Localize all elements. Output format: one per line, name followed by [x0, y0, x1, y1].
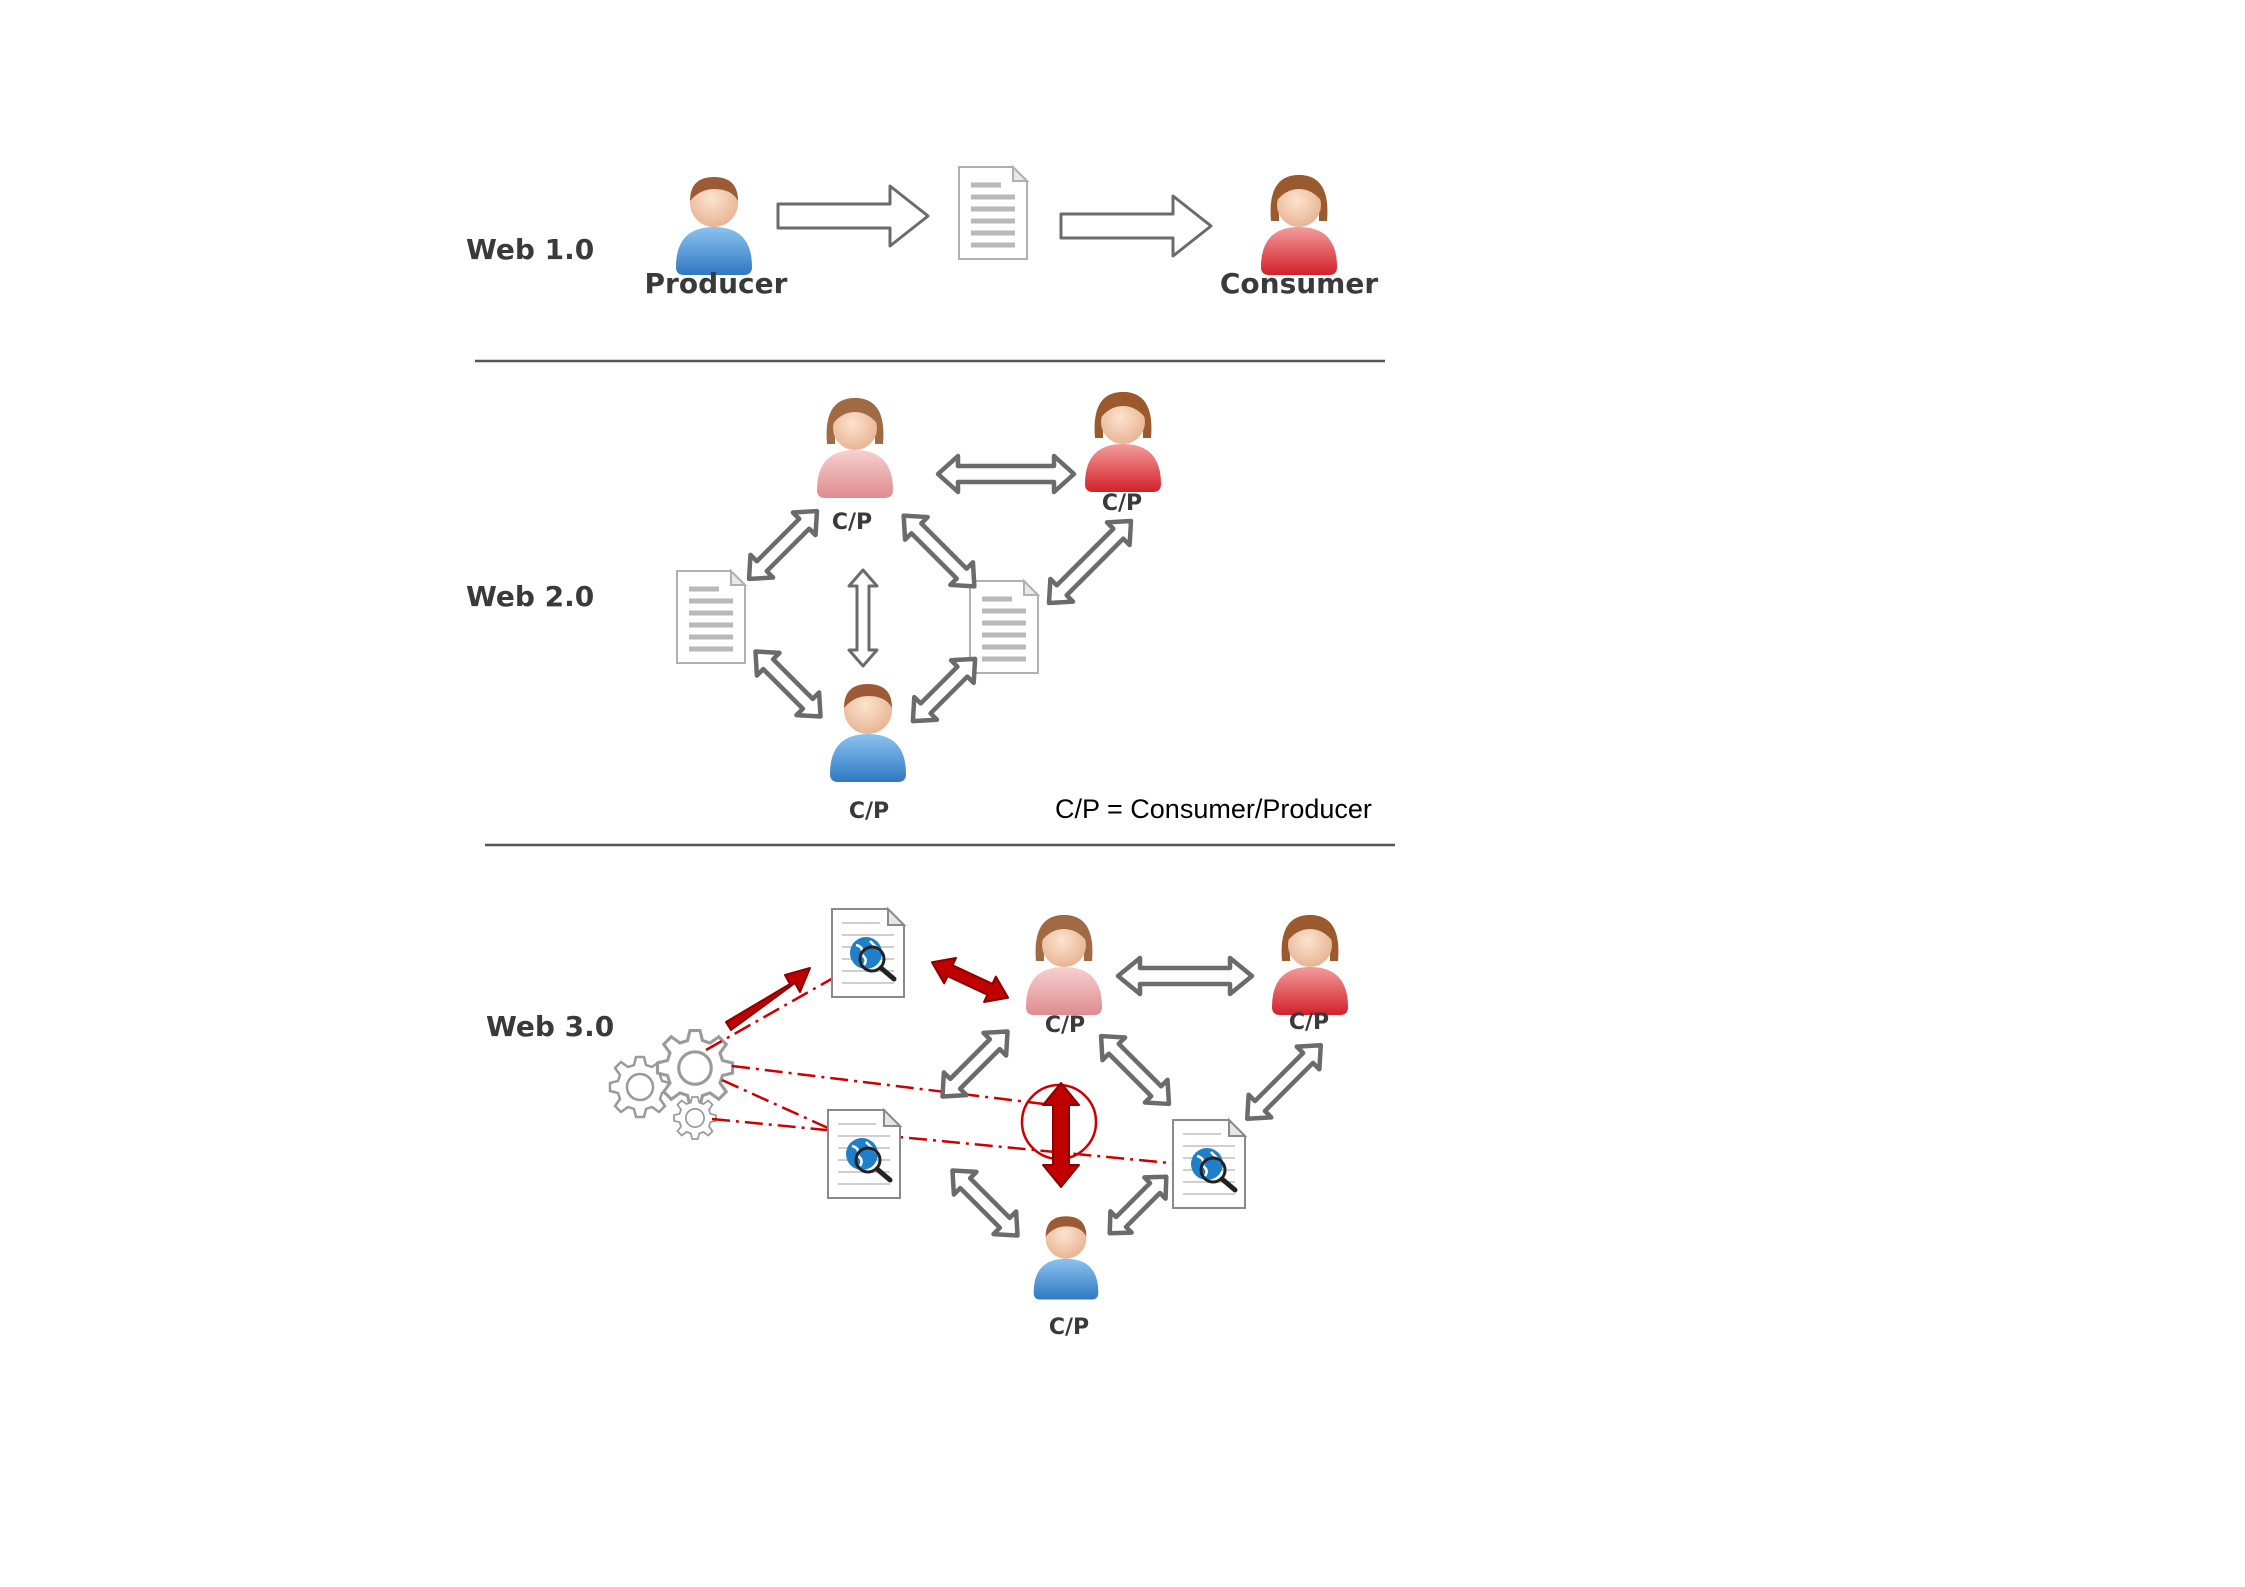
cp-label: C/P — [1289, 1010, 1329, 1035]
consumer-label: Consumer — [1220, 267, 1378, 300]
double-arrow-icon — [901, 513, 977, 589]
female-user-icon — [1085, 392, 1161, 492]
double-arrow-icon — [1046, 518, 1134, 606]
consumer-icon — [1261, 175, 1337, 275]
document-icon — [970, 581, 1038, 673]
section-label-web3: Web 3.0 — [486, 1010, 614, 1043]
cp-label: C/P — [1049, 1315, 1089, 1340]
producer-icon — [676, 177, 752, 275]
semantic-double-arrow-icon — [930, 957, 1010, 1003]
double-arrow-icon — [1098, 1033, 1172, 1107]
double-arrow-icon — [1115, 955, 1255, 997]
document-icon — [959, 167, 1027, 259]
double-arrow-icon — [935, 453, 1077, 495]
semantic-arrow-icon — [725, 967, 811, 1031]
semantic-double-arrow-icon — [1042, 1082, 1080, 1188]
right-arrow-icon — [776, 184, 930, 248]
double-arrow-icon — [847, 568, 879, 668]
double-arrow-icon — [1107, 1174, 1169, 1236]
legend-text: C/P = Consumer/Producer — [1055, 794, 1372, 824]
semantic-document-icon — [832, 909, 904, 997]
document-icon — [677, 571, 745, 663]
female-user-icon-faded — [1026, 915, 1102, 1015]
right-arrow-icon — [1059, 194, 1213, 258]
female-user-icon — [1272, 915, 1348, 1015]
male-user-icon — [830, 684, 906, 782]
double-arrow-icon — [746, 508, 820, 582]
producer-label: Producer — [645, 267, 788, 300]
cp-label: C/P — [1045, 1013, 1085, 1038]
female-user-icon-faded — [817, 398, 893, 498]
semantic-document-icon — [828, 1110, 900, 1198]
double-arrow-icon — [940, 1029, 1010, 1099]
double-arrow-icon — [910, 656, 978, 724]
cp-label: C/P — [849, 799, 889, 824]
section-label-web2: Web 2.0 — [466, 580, 594, 613]
double-arrow-icon — [950, 1168, 1020, 1238]
double-arrow-icon — [753, 649, 823, 719]
semantic-document-icon — [1173, 1120, 1245, 1208]
cp-label: C/P — [832, 510, 872, 535]
cp-label: C/P — [1102, 491, 1142, 516]
male-user-icon — [1033, 1216, 1099, 1300]
section-label-web1: Web 1.0 — [466, 233, 594, 266]
double-arrow-icon — [1244, 1042, 1324, 1122]
